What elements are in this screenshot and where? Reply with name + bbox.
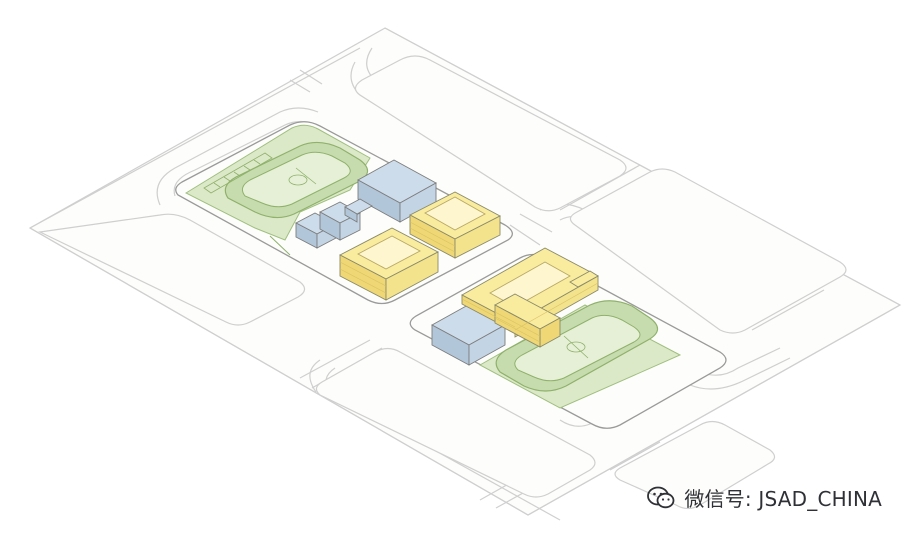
teaching-buildings-left	[339, 191, 501, 301]
school-block-right	[409, 247, 727, 429]
gymnasium-left	[357, 159, 437, 223]
watermark: 微信号: JSAD_CHINA	[646, 483, 882, 512]
sports-field-left	[224, 141, 369, 219]
courts-left	[203, 152, 273, 194]
wechat-icon	[647, 486, 675, 508]
school-block-left	[175, 121, 513, 305]
sports-field-right	[495, 300, 659, 392]
admin-buildings-left	[295, 198, 373, 249]
watermark-text: 微信号: JSAD_CHINA	[684, 487, 882, 511]
teaching-buildings-right	[461, 247, 599, 348]
